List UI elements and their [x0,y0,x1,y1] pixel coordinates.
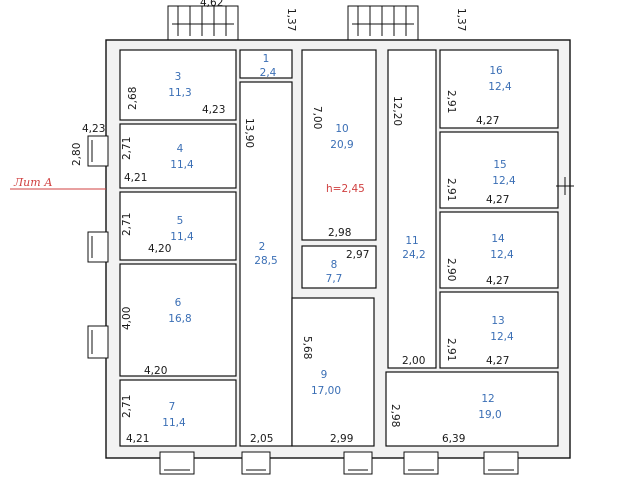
room-15 [439,131,559,209]
room-label-number: 9 [321,369,328,381]
room-5 [119,191,237,261]
stair-left [167,5,239,43]
room-label-area: 28,5 [254,255,277,267]
room-labels: 1 2,4 2 28,5 3 11,3 4 11,4 5 11,4 6 16,8… [162,53,516,429]
room-9 [291,297,375,447]
dimension-label: 2,90 [445,258,457,281]
room-label-number: 5 [177,215,184,227]
room-label-number: 15 [493,159,506,171]
room-label-number: 14 [491,233,505,245]
dimension-label: 4,27 [486,355,509,367]
room-3 [119,49,237,121]
dimension-label: 4,20 [148,243,171,255]
room-label-area: 12,4 [488,81,512,93]
window-left-3 [87,325,109,359]
room-10 [301,49,377,241]
room-label-number: 3 [175,71,182,83]
room-label-area: 17,00 [311,385,341,397]
dimension-label: 13,90 [243,118,255,148]
room-label-area: 7,7 [326,273,343,285]
room-8 [301,245,377,289]
dimension-label: 2,71 [121,395,133,418]
dimension-label: 4,23 [82,123,105,135]
room-label-number: 8 [331,259,338,271]
room-label-number: 10 [335,123,348,135]
dimension-label: 6,39 [442,433,465,445]
room-label-area: 20,9 [330,139,353,151]
dimension-label: 2,91 [445,338,457,361]
room-12 [385,371,559,447]
dimension-label: 2,91 [445,178,457,201]
dimension-label: 12,20 [391,96,403,126]
room-label-area: 11,4 [170,231,194,243]
lit-label: Лит А [13,176,53,189]
room-16 [439,49,559,129]
room-label-number: 4 [177,143,184,155]
room-label-number: 12 [481,393,494,405]
ceiling-height-label: h=2,45 [326,183,365,195]
dimension-label: 2,68 [127,87,139,110]
room-label-number: 16 [489,65,503,77]
room-label-number: 7 [169,401,176,413]
dimension-label: 5,68 [301,336,313,359]
dimension-label: 2,05 [250,433,273,445]
window-bottom-1 [159,451,195,475]
dimension-label: 4,21 [124,172,147,184]
room-label-number: 13 [491,315,504,327]
room-label-area: 12,4 [492,175,516,187]
dimension-label: 2,71 [121,213,133,236]
room-2 [239,81,293,447]
dimension-label: 1,37 [285,8,297,31]
dimension-label: 2,99 [330,433,353,445]
room-4 [119,123,237,189]
room-7 [119,379,237,447]
room-label-area: 11,4 [162,417,186,429]
dimension-label: 2,98 [389,404,401,427]
room-label-area: 19,0 [478,409,501,421]
dimension-label: 2,00 [402,355,425,367]
room-label-number: 11 [405,235,418,247]
room-14 [439,211,559,289]
dimension-label: 2,80 [71,143,83,166]
dimension-label: 2,91 [445,90,457,113]
dimension-label: 4,27 [486,194,509,206]
dimension-label: 2,71 [121,137,133,160]
dimension-label: 7,00 [311,106,323,129]
room-label-number: 6 [175,297,182,309]
dimension-label: 4,00 [121,307,133,330]
dimension-label: 4,27 [486,275,509,287]
room-label-area: 2,4 [260,67,277,79]
window-left-2 [87,231,109,263]
room-label-area: 11,4 [170,159,194,171]
room-label-area: 12,4 [490,331,514,343]
window-bottom-5 [483,451,519,475]
dimension-label: 4,20 [144,365,167,377]
room-11 [387,49,437,369]
dimension-label: 1,37 [455,8,467,31]
room-label-number: 1 [263,53,270,65]
room-label-area: 12,4 [490,249,514,261]
room-label-area: 11,3 [168,87,191,99]
dimension-label: 2,98 [328,227,351,239]
dimension-label: 2,97 [346,249,369,261]
dimension-label: 4,23 [202,104,225,116]
room-label-number: 2 [259,241,266,253]
stair-right [347,5,419,43]
room-1 [239,49,293,79]
dimension-label: 4,62 [200,0,223,9]
window-left-1 [87,135,109,167]
window-bottom-2 [241,451,271,475]
dimension-label: 4,21 [126,433,149,445]
window-bottom-4 [403,451,439,475]
room-6 [119,263,237,377]
dimension-labels: 4,62 1,37 1,37 2,68 4,23 4,23 2,71 2,80 … [71,0,509,445]
room-label-area: 16,8 [168,313,191,325]
room-label-area: 24,2 [402,249,425,261]
cursor-cross-icon [556,177,574,195]
window-bottom-3 [343,451,373,475]
dimension-label: 4,27 [476,115,499,127]
room-13 [439,291,559,369]
